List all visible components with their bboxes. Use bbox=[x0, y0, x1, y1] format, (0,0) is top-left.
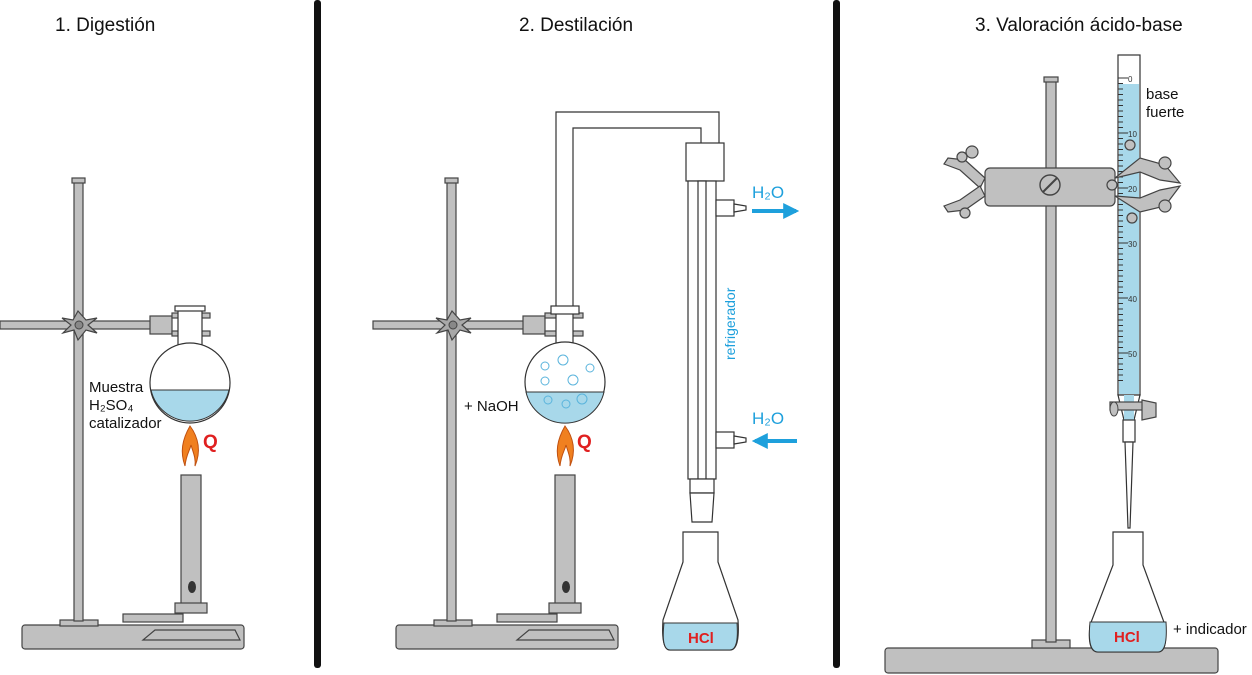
svg-text:Muestra: Muestra bbox=[89, 379, 144, 396]
svg-text:50: 50 bbox=[1128, 350, 1137, 359]
reagent-label: + NaOH bbox=[464, 398, 519, 415]
bunsen-burner-icon bbox=[122, 474, 241, 641]
water-out-label: H₂O bbox=[752, 183, 784, 202]
stand-rod bbox=[73, 180, 84, 622]
svg-text:20: 20 bbox=[1128, 185, 1137, 194]
indicator-label: + indicador bbox=[1173, 621, 1247, 638]
flask-label: HCl bbox=[1114, 629, 1140, 646]
stopcock-icon bbox=[1109, 399, 1157, 421]
svg-text:base: base bbox=[1146, 86, 1179, 103]
panel-title: 3. Valoración ácido-base bbox=[975, 15, 1183, 36]
svg-text:10: 10 bbox=[1128, 130, 1137, 139]
water-in-label: H₂O bbox=[752, 409, 784, 428]
svg-text:30: 30 bbox=[1128, 240, 1137, 249]
divider-left bbox=[314, 0, 321, 668]
stand-rod bbox=[1045, 79, 1057, 643]
boss-head-icon bbox=[60, 309, 98, 342]
clamp-grip bbox=[149, 315, 173, 335]
panel-digestion: 1. Digestión Q bbox=[0, 15, 245, 650]
panel-title: 2. Destilación bbox=[519, 15, 633, 36]
panel-title: 1. Digestión bbox=[55, 15, 155, 36]
stand-base bbox=[884, 647, 1219, 674]
titration-flask: HCl bbox=[1088, 531, 1167, 653]
heat-label: Q bbox=[577, 432, 592, 453]
boss-head-icon bbox=[434, 309, 472, 342]
svg-text:catalizador: catalizador bbox=[89, 415, 162, 432]
condenser-label: refrigerador bbox=[722, 287, 738, 360]
burette-liquid bbox=[1119, 84, 1139, 394]
titrant-label: base fuerte bbox=[1146, 86, 1184, 121]
condenser bbox=[687, 180, 747, 523]
rod-cap bbox=[71, 177, 86, 184]
bubbles bbox=[540, 354, 595, 409]
flask-liquid bbox=[150, 389, 230, 422]
svg-text:0: 0 bbox=[1128, 75, 1133, 84]
svg-text:fuerte: fuerte bbox=[1146, 104, 1184, 121]
flame-icon bbox=[556, 425, 574, 467]
heat-label: Q bbox=[203, 432, 218, 453]
burette: 0 10 20 30 40 50 bbox=[1109, 54, 1157, 529]
flame-icon bbox=[181, 425, 199, 467]
receiver-label: HCl bbox=[688, 630, 714, 647]
panel-distillation: 2. Destilación bbox=[372, 15, 800, 651]
svg-text:H₂SO₄: H₂SO₄ bbox=[89, 397, 133, 414]
bunsen-burner-icon bbox=[496, 474, 615, 641]
svg-text:40: 40 bbox=[1128, 295, 1137, 304]
distillation-flask bbox=[524, 341, 606, 424]
burette-clamp bbox=[943, 139, 1182, 224]
sample-label: Muestra H₂SO₄ catalizador bbox=[89, 379, 162, 432]
receiving-flask: HCl bbox=[662, 531, 739, 651]
digestion-flask bbox=[149, 342, 231, 424]
panel-titration: 3. Valoración ácido-base 0 10 20 30 40 5… bbox=[884, 15, 1247, 674]
divider-right bbox=[833, 0, 840, 668]
stand-rod bbox=[446, 180, 457, 622]
clamp-grip bbox=[522, 315, 546, 335]
